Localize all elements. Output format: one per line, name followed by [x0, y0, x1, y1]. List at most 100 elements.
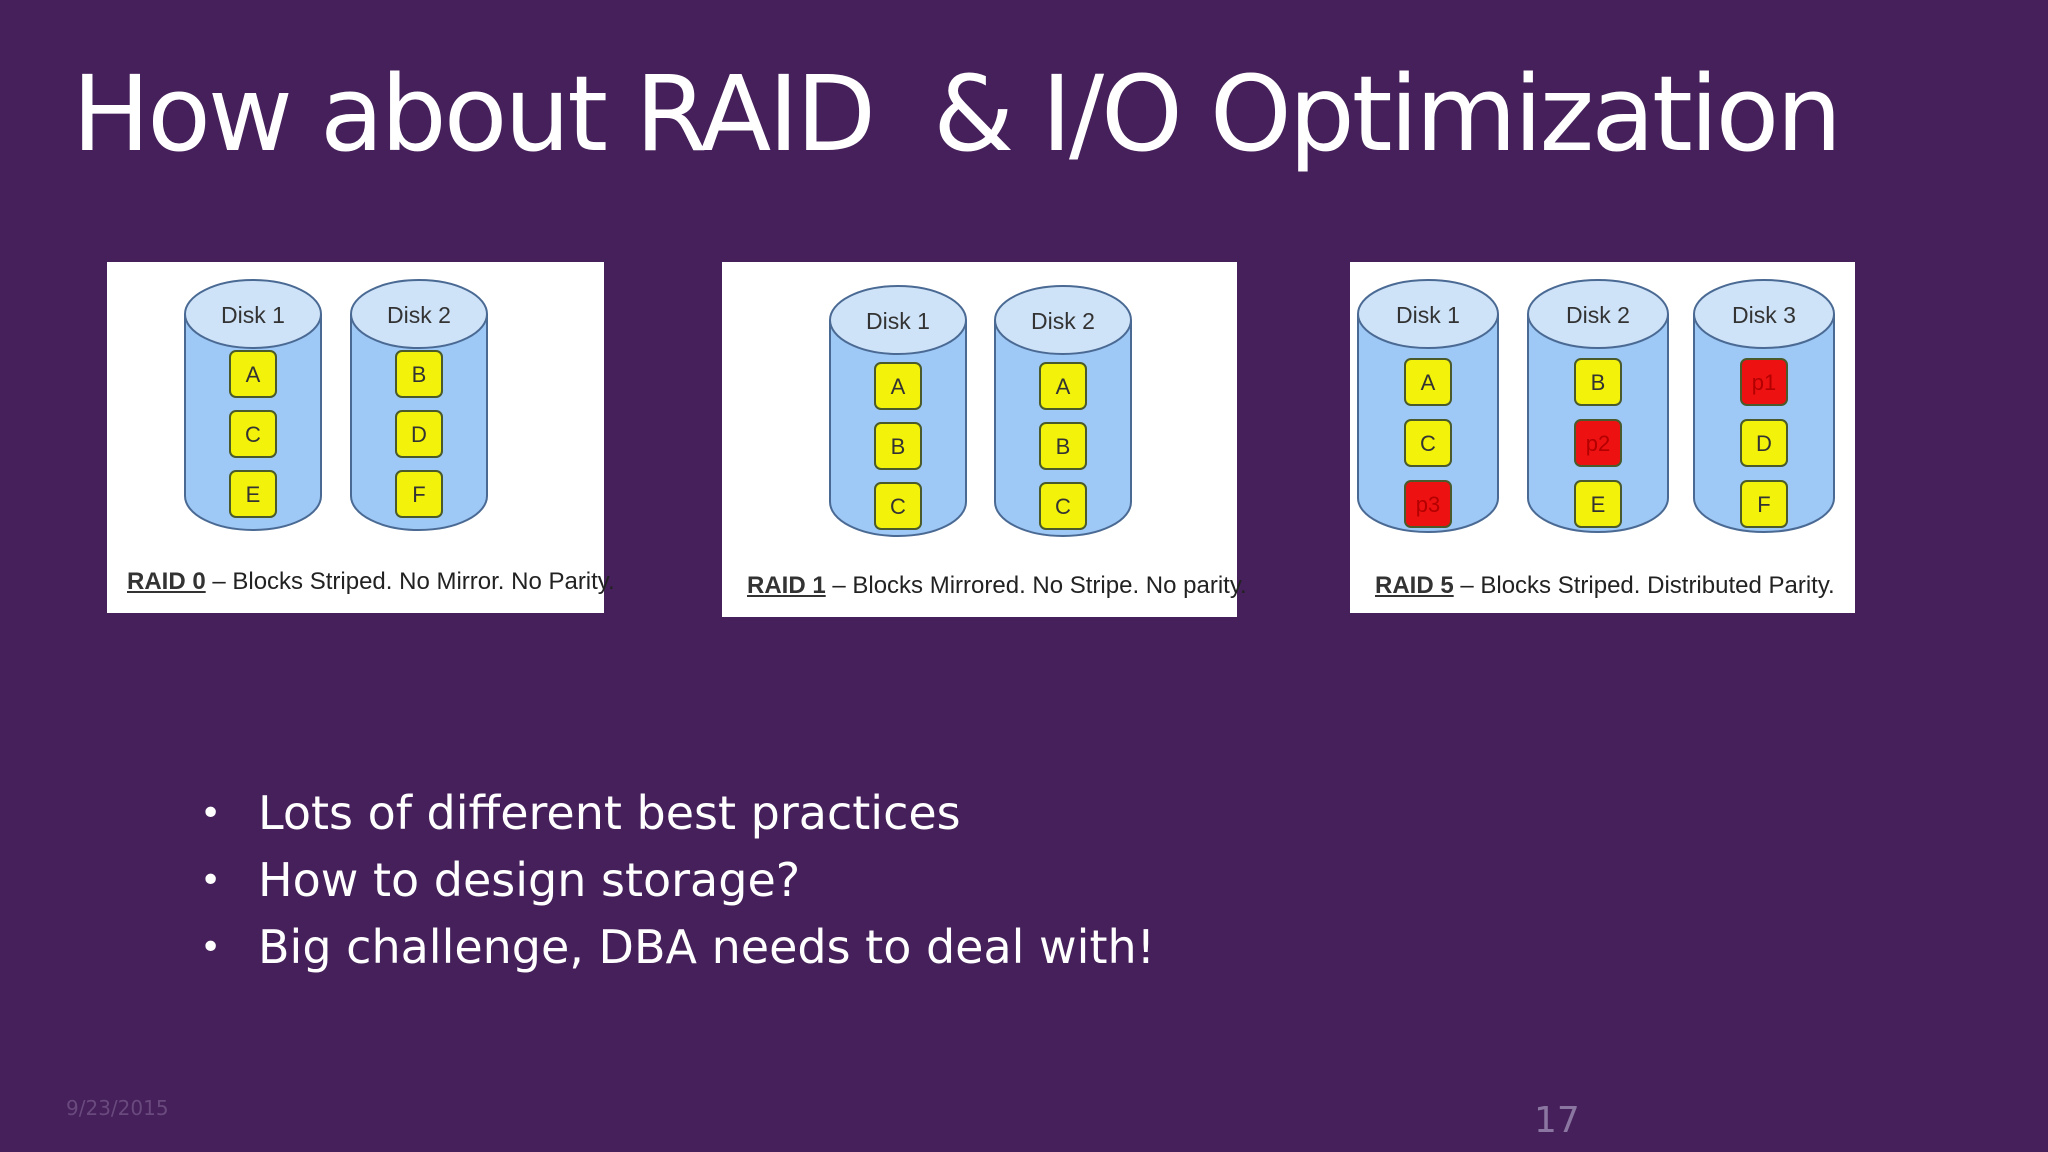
disk-top: [1357, 279, 1499, 349]
disk-top: [994, 285, 1132, 355]
raid5-caption: RAID 5 – Blocks Striped. Distributed Par…: [1375, 572, 1855, 600]
data-block: C: [874, 482, 922, 530]
bullet-text: Big challenge, DBA needs to deal with!: [258, 920, 1156, 974]
block-box: [874, 362, 922, 410]
raid-level-label: RAID 0: [127, 568, 206, 595]
raid0-caption: RAID 0 – Blocks Striped. No Mirror. No P…: [127, 568, 615, 596]
block-box: [1039, 482, 1087, 530]
slide-date: 9/23/2015: [66, 1096, 169, 1120]
data-block: E: [1574, 480, 1622, 528]
block-box: [874, 482, 922, 530]
block-label: D: [411, 422, 427, 447]
block-label: C: [890, 494, 906, 519]
disk-name: Disk 2: [1031, 308, 1095, 334]
disk-top: [350, 279, 488, 349]
block-box: [1404, 419, 1452, 467]
block-label: B: [412, 362, 427, 387]
raid1-caption: RAID 1 – Blocks Mirrored. No Stripe. No …: [747, 572, 1247, 600]
block-box: [395, 350, 443, 398]
data-block: C: [1404, 419, 1452, 467]
parity-block: p3: [1404, 480, 1452, 528]
page-number: 17: [1534, 1100, 1580, 1141]
block-label: A: [1056, 374, 1071, 399]
data-block: A: [229, 350, 277, 398]
parity-block: p2: [1574, 419, 1622, 467]
data-block: A: [874, 362, 922, 410]
block-label: p3: [1416, 492, 1440, 517]
disk-name: Disk 1: [866, 308, 930, 334]
data-block: B: [874, 422, 922, 470]
bullet-item: • Lots of different best practices: [200, 780, 1155, 847]
block-box: [1404, 480, 1452, 528]
disk-name: Disk 3: [1732, 302, 1796, 328]
data-block: F: [1740, 480, 1788, 528]
block-box: [1404, 358, 1452, 406]
data-block: A: [1404, 358, 1452, 406]
block-label: B: [1056, 434, 1071, 459]
bullet-list: • Lots of different best practices • How t…: [200, 780, 1155, 981]
block-label: A: [246, 362, 261, 387]
data-block: C: [1039, 482, 1087, 530]
block-box: [874, 422, 922, 470]
block-box: [1740, 358, 1788, 406]
block-label: C: [245, 422, 261, 447]
disk-cylinder: Disk 3 p1D F: [1693, 279, 1835, 533]
disk-top: [184, 279, 322, 349]
bullet-text: How to design storage?: [258, 853, 801, 907]
bullet-item: • How to design storage?: [200, 847, 1155, 914]
block-box: [395, 470, 443, 518]
block-box: [1574, 480, 1622, 528]
data-block: B: [1574, 358, 1622, 406]
block-box: [229, 350, 277, 398]
block-box: [229, 410, 277, 458]
disk-top: [1527, 279, 1669, 349]
disk-cylinder: Disk 2 A B C: [994, 285, 1132, 537]
block-box: [395, 410, 443, 458]
disk-name: Disk 1: [221, 302, 285, 328]
block-label: D: [1756, 431, 1772, 456]
block-label: E: [246, 482, 261, 507]
block-label: C: [1420, 431, 1436, 456]
block-box: [1740, 419, 1788, 467]
bullet-dot: •: [200, 860, 222, 901]
block-label: B: [891, 434, 906, 459]
data-block: B: [395, 350, 443, 398]
disk-cylinder: Disk 1 AB C: [829, 285, 967, 537]
block-box: [1574, 358, 1622, 406]
disk-cylinder: Disk 1 A C E: [184, 279, 322, 531]
block-box: [1039, 362, 1087, 410]
data-block: D: [395, 410, 443, 458]
data-block: D: [1740, 419, 1788, 467]
block-label: B: [1591, 370, 1606, 395]
disk-name: Disk 1: [1396, 302, 1460, 328]
block-label: F: [412, 482, 425, 507]
data-block: C: [229, 410, 277, 458]
block-box: [1740, 480, 1788, 528]
disk-top: [1693, 279, 1835, 349]
data-block: B: [1039, 422, 1087, 470]
block-label: C: [1055, 494, 1071, 519]
bullet-text: Lots of different best practices: [258, 786, 961, 840]
block-box: [1574, 419, 1622, 467]
data-block: E: [229, 470, 277, 518]
block-box: [229, 470, 277, 518]
raid-description: – Blocks Striped. Distributed Parity.: [1453, 572, 1835, 599]
block-box: [1039, 422, 1087, 470]
parity-block: p1: [1740, 358, 1788, 406]
bullet-dot: •: [200, 927, 222, 968]
block-label: F: [1757, 492, 1770, 517]
data-block: F: [395, 470, 443, 518]
data-block: A: [1039, 362, 1087, 410]
bullet-dot: •: [200, 793, 222, 834]
raid-description: – Blocks Mirrored. No Stripe. No parity.: [825, 572, 1247, 599]
raid-level-label: RAID 1: [747, 572, 826, 599]
